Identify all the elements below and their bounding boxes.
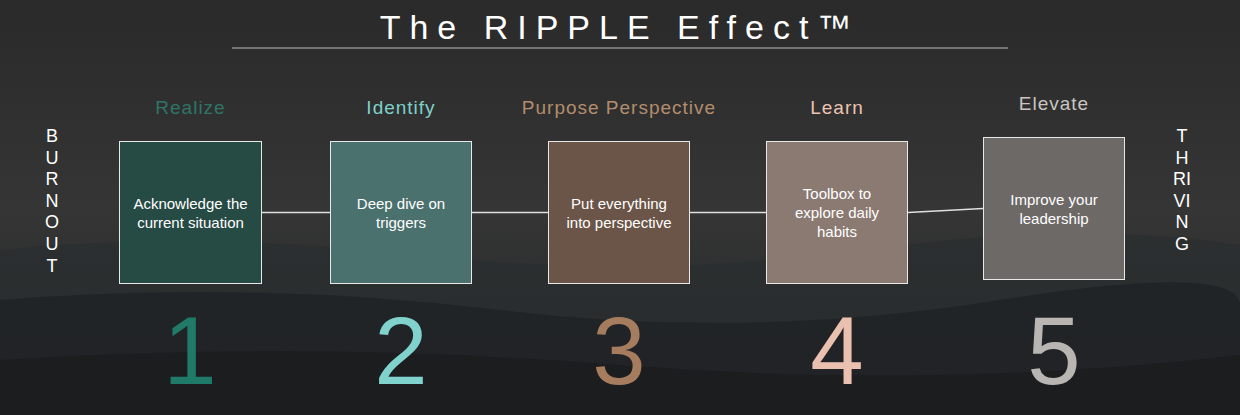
state-label: BURNOUT [43,126,61,277]
step-box: ElevateImprove your leadership [983,137,1125,280]
connector-line [262,212,330,214]
connector-line [690,212,766,214]
step-heading: Purpose Perspective [509,98,729,118]
connector-line [908,209,983,213]
connector-line [472,212,548,214]
step-box: LearnToolbox to explore daily habits [766,141,908,284]
step-number: 5 [1004,303,1104,399]
step-number: 3 [569,303,669,399]
step-heading: Realize [80,98,301,118]
step-number: 2 [351,303,451,399]
step-text: Improve your leadership [984,190,1124,228]
step-heading: Identify [291,98,511,118]
step-heading: Learn [727,98,947,118]
state-label: THRIVING [1173,126,1191,256]
step-heading: Elevate [944,94,1164,114]
step-number: 4 [787,303,887,399]
step-number: 1 [140,303,240,399]
step-text: Acknowledge the current situation [120,194,261,232]
step-text: Toolbox to explore daily habits [767,184,907,241]
step-text: Put everything into perspective [549,194,689,232]
step-box: Purpose PerspectivePut everything into p… [548,141,690,284]
step-box: RealizeAcknowledge the current situation [119,141,262,284]
step-text: Deep dive on triggers [331,194,471,232]
step-box: IdentifyDeep dive on triggers [330,141,472,284]
diagram-title: The RIPPLE Effect™ [0,8,1240,47]
